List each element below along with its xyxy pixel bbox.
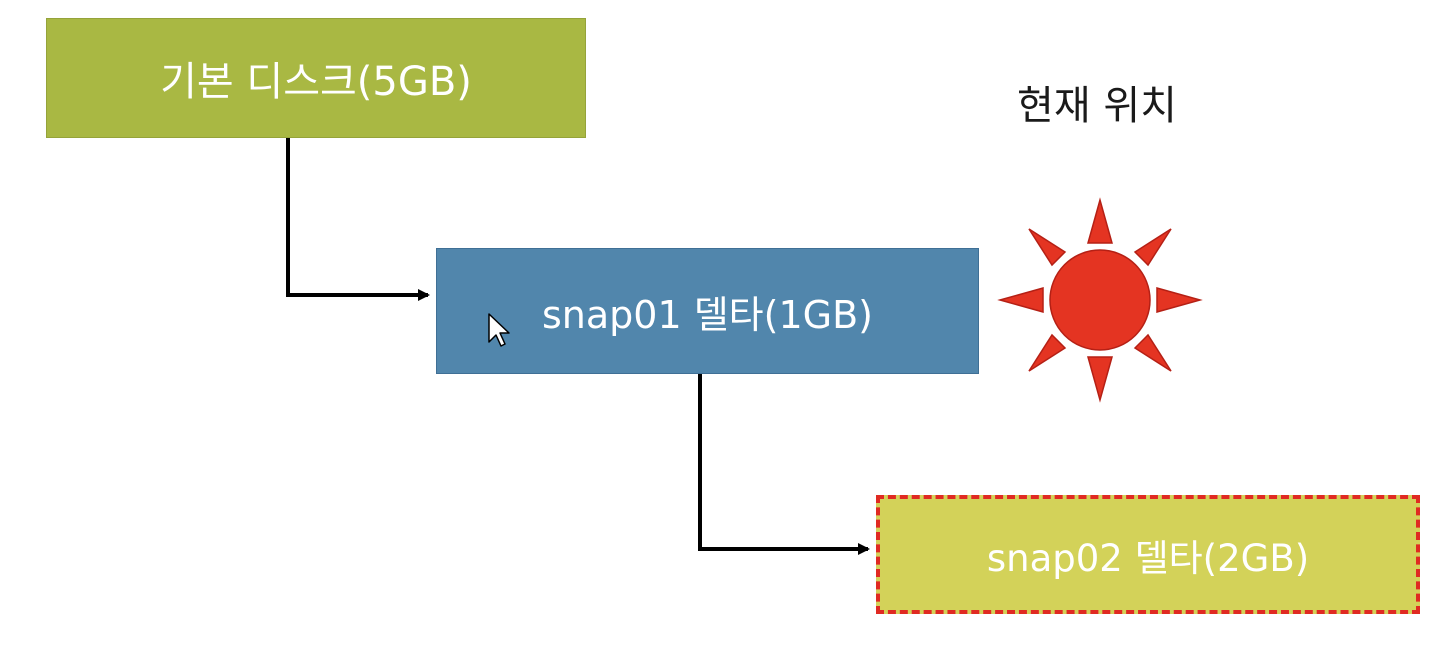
base-disk-node: 기본 디스크(5GB) (46, 18, 586, 138)
snap02-label: snap02 델타(2GB) (986, 536, 1310, 580)
base-disk-label: 기본 디스크(5GB) (160, 59, 472, 105)
connector-base-to-snap01 (286, 138, 430, 301)
snap01-node: snap01 델타(1GB) (436, 248, 979, 374)
snap02-node: snap02 델타(2GB) (876, 495, 1420, 614)
snap01-label: snap01 델타(1GB) (542, 292, 873, 337)
connector-snap01-to-snap02 (698, 374, 870, 555)
current-position-label: 현재 위치 (1017, 83, 1177, 129)
